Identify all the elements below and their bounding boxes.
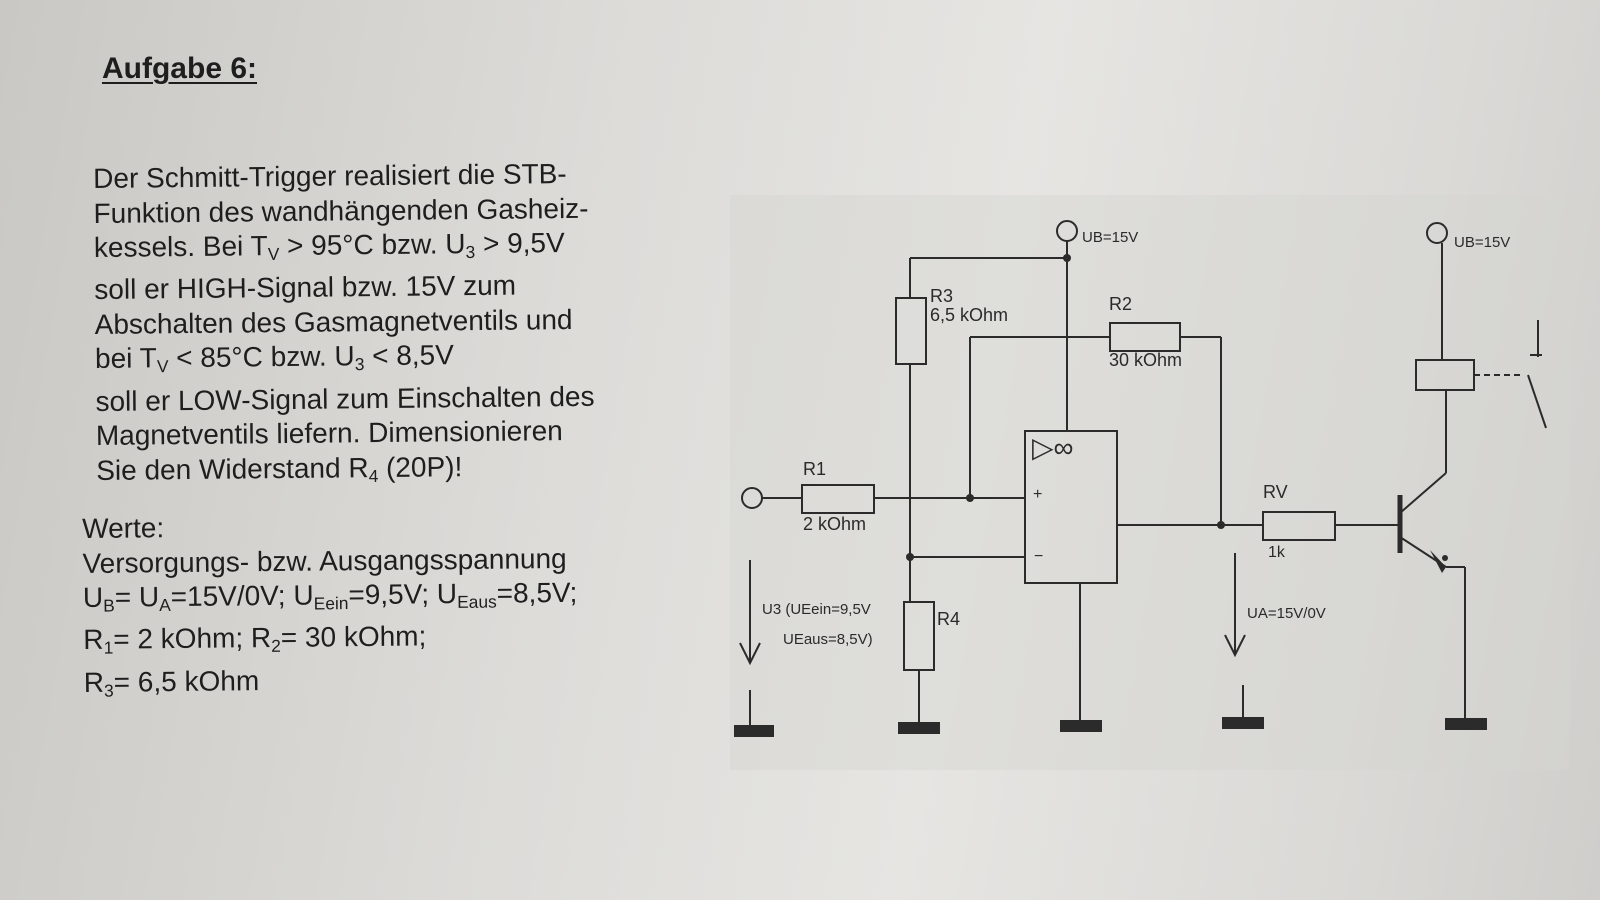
ground-symbol	[1060, 720, 1102, 732]
task-line-9: Sie den Widerstand R4 (20P)!	[96, 450, 463, 486]
ub-terminal-2	[1426, 222, 1448, 244]
rv-value: 1k	[1268, 544, 1286, 561]
values-line-3: R1= 2 kOhm; R2= 30 kOhm;	[83, 620, 427, 658]
schmitt-trigger-circuit-diagram: UB=15V UB=15V R1 2 kOhm R2 30 kOhm R3 6,…	[730, 195, 1570, 770]
ub-label-2: UB=15V	[1454, 234, 1510, 251]
rv-name: RV	[1263, 482, 1288, 502]
values-line-2: UB= UA=15V/0V; UEein=9,5V; UEaus=8,5V;	[82, 576, 578, 616]
inverting-input-sign: −	[1034, 548, 1043, 565]
values-line-4: R3= 6,5 kOhm	[83, 664, 260, 701]
non-inverting-input-sign: +	[1033, 486, 1042, 503]
r4-name: R4	[937, 609, 960, 629]
r1-name: R1	[803, 459, 826, 479]
ground-symbol	[1222, 717, 1264, 729]
given-values: Werte: Versorgungs- bzw. Ausgangsspannun…	[82, 505, 724, 708]
r3-value: 6,5 kOhm	[930, 305, 1008, 325]
task-description: Der Schmitt-Trigger realisiert die STB- …	[93, 156, 716, 497]
r2-value: 30 kOhm	[1109, 350, 1182, 370]
ua-label: UA=15V/0V	[1247, 605, 1326, 622]
task-line-3: kessels. Bei TV > 95°C bzw. U3 > 9,5V	[93, 227, 565, 265]
emitter-arrow	[1430, 550, 1446, 573]
ground-symbol	[734, 725, 774, 737]
task-heading: Aufgabe 6:	[102, 52, 258, 85]
r2-name: R2	[1109, 294, 1132, 314]
u3-label-1: U3 (UEein=9,5V	[762, 601, 871, 618]
op-amp-symbol: ▷∞	[1032, 432, 1074, 463]
ub-label-1: UB=15V	[1082, 229, 1138, 246]
op-amp	[1024, 430, 1118, 584]
ground-symbol	[1445, 718, 1487, 730]
task-line-6: bei TV < 85°C bzw. U3 < 8,5V	[94, 339, 455, 377]
r1-value: 2 kOhm	[803, 514, 866, 534]
r3-name: R3	[930, 286, 953, 306]
u3-label-2: UEaus=8,5V)	[783, 631, 873, 648]
ground-symbol	[898, 722, 940, 734]
